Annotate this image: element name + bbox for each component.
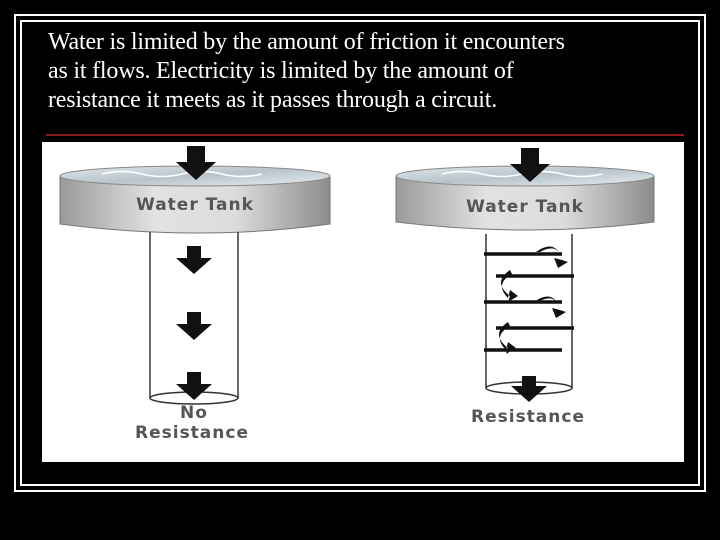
slide-caption: Water is limited by the amount of fricti…	[48, 28, 688, 115]
right-tank-body	[395, 175, 655, 231]
left-tank-body	[59, 175, 331, 234]
left-flow-arrow-icon-2	[176, 312, 212, 340]
caption-line-2: as it flows. Electricity is limited by t…	[48, 58, 514, 84]
right-tank: Water Tank	[395, 165, 655, 231]
right-flow-arrow-icon	[511, 376, 547, 402]
right-tank-label: Water Tank	[466, 197, 584, 217]
water-tank-diagram: Water Tank No Resistance	[42, 142, 684, 462]
swirl-icon-1	[536, 246, 568, 268]
right-inflow-arrow-icon	[510, 148, 550, 182]
diagram-svg: Water Tank No Resistance	[59, 146, 655, 443]
swirl-icon-2	[501, 270, 518, 302]
slide-inner-border	[20, 20, 700, 486]
caption-line-1: Water is limited by the amount of fricti…	[48, 29, 565, 55]
left-resistance-label-line1: No	[180, 403, 208, 423]
left-flow-arrow-icon-3	[176, 372, 212, 400]
swirl-icon-3	[534, 296, 566, 318]
left-flow-arrow-icon-1	[176, 246, 212, 274]
caption-line-3: resistance it meets as it passes through…	[48, 87, 497, 113]
right-baffles	[484, 252, 574, 352]
left-resistance-label-line2: Resistance	[135, 423, 249, 443]
right-resistance-label: Resistance	[471, 407, 585, 427]
caption-divider	[46, 134, 684, 136]
swirl-icon-4	[499, 322, 516, 354]
slide-outer-border	[14, 14, 706, 492]
left-tank-label: Water Tank	[136, 195, 254, 215]
left-inflow-arrow-icon	[176, 146, 216, 180]
left-water-ripples	[101, 170, 263, 178]
right-turbulence-icons	[499, 246, 568, 354]
